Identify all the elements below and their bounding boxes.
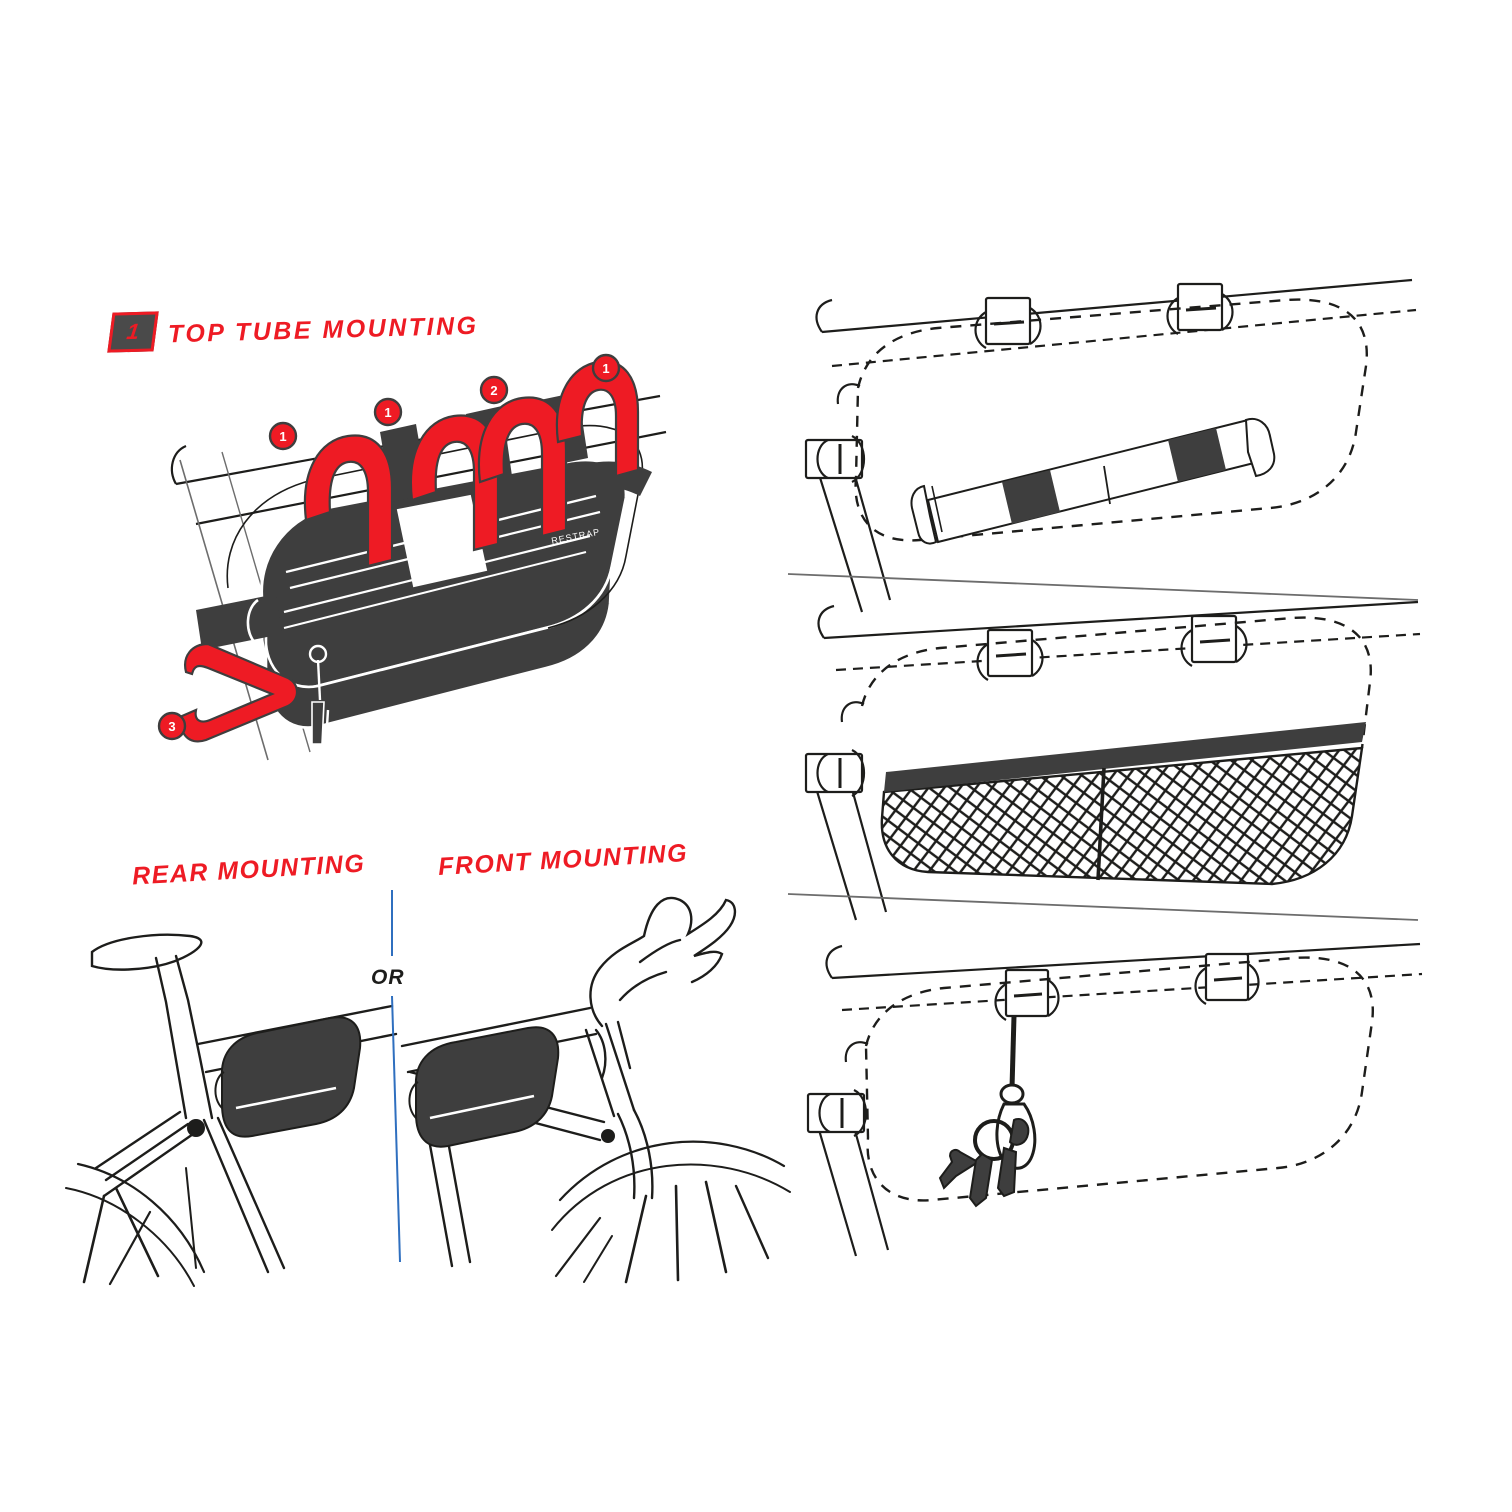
callout-marker-5: 3 <box>157 711 187 741</box>
callout-marker-3: 2 <box>479 375 509 405</box>
rear-mounting-bag <box>214 1016 362 1138</box>
frame-bag-illustration: RESTRAP <box>196 424 652 745</box>
front-mounting-bag <box>408 1026 560 1148</box>
step-badge-number: 1 <box>125 318 141 345</box>
step-badge: 1 <box>107 311 159 353</box>
panel-divider <box>787 893 1419 921</box>
svg-text:1: 1 <box>279 429 286 444</box>
strap-buckle <box>974 282 1234 349</box>
callout-marker-2: 1 <box>373 397 403 427</box>
svg-text:2: 2 <box>490 383 497 398</box>
panel-mesh-pocket <box>787 600 1421 921</box>
svg-text:1: 1 <box>602 361 609 376</box>
panel-divider <box>787 573 1419 601</box>
red-straps <box>180 360 640 743</box>
callout-markers: 1 1 2 1 3 <box>157 353 621 741</box>
panel-pump-storage <box>787 278 1419 613</box>
callout-marker-4: 1 <box>591 353 621 383</box>
panel-key-clip <box>806 942 1423 1257</box>
svg-text:1: 1 <box>384 405 391 420</box>
keys <box>938 1118 1030 1208</box>
callout-marker-1: 1 <box>268 421 298 451</box>
or-divider-line <box>391 890 401 1263</box>
label-or-divider: OR <box>371 966 405 989</box>
svg-text:3: 3 <box>168 719 175 734</box>
mesh-pocket <box>880 722 1366 886</box>
